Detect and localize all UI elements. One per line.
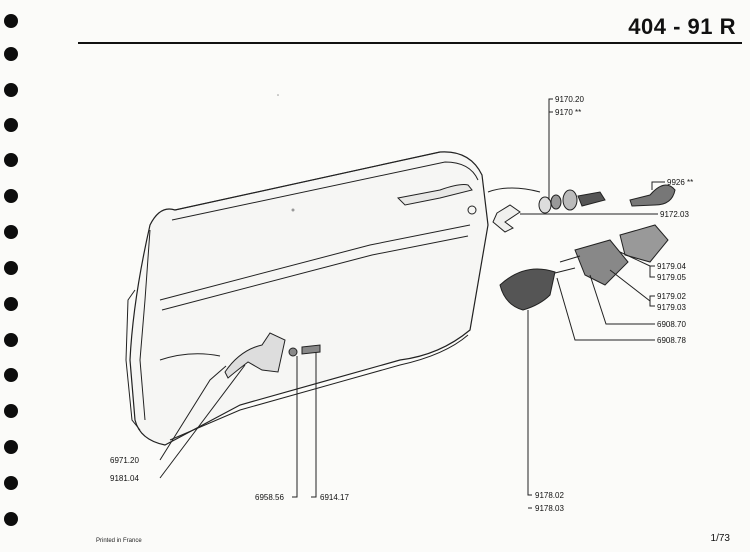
door-crease-lower	[161, 235, 469, 311]
header-rule	[78, 42, 742, 44]
mirror-head	[499, 268, 556, 311]
door-top-edge	[174, 151, 441, 211]
part-label: 6958.56	[255, 493, 284, 502]
mirror-plate-1	[619, 224, 669, 263]
interior-handle	[224, 332, 286, 379]
printed-note: Printed in France	[96, 538, 142, 544]
part-label: 6914.17	[320, 493, 349, 502]
binder-hole	[4, 83, 18, 97]
part-label: 9179.03	[657, 303, 686, 312]
binder-hole	[4, 476, 18, 490]
binder-hole	[4, 333, 18, 347]
door-crease	[159, 224, 471, 301]
binder-hole	[4, 297, 18, 311]
part-label: 9172.03	[660, 210, 689, 219]
page-title: 404 - 91 R	[628, 14, 736, 39]
part-label: 9179.04	[657, 262, 686, 271]
binder-hole	[4, 261, 18, 275]
binder-hole	[4, 14, 18, 28]
binder-hole	[4, 153, 18, 167]
binder-hole	[4, 118, 18, 132]
part-label: 9178.02	[535, 491, 564, 500]
part-label: 9179.05	[657, 273, 686, 282]
part-label: 9170 **	[555, 108, 582, 117]
part-label: 6971.20	[110, 456, 139, 465]
page-number: 1/73	[710, 533, 730, 544]
binder-hole	[4, 368, 18, 382]
door-top-edge-inner	[171, 161, 479, 221]
part-label: 9926 **	[667, 178, 694, 187]
binder-holes	[0, 0, 22, 552]
binder-hole	[4, 189, 18, 203]
key	[629, 184, 676, 207]
part-label: 9170.20	[555, 95, 584, 104]
part-label: 9181.04	[110, 474, 139, 483]
part-label: 9178.03	[535, 504, 564, 513]
door-bottom	[169, 334, 469, 441]
binder-hole	[4, 440, 18, 454]
lock-bracket	[492, 204, 521, 233]
part-label: 6908.78	[657, 336, 686, 345]
binder-hole	[4, 47, 18, 61]
part-label: 6908.70	[657, 320, 686, 329]
door-inner-edge	[139, 229, 151, 421]
door-rear-edge	[125, 289, 141, 431]
binder-hole	[4, 225, 18, 239]
outer-handle	[396, 184, 473, 206]
binder-hole	[4, 512, 18, 526]
part-label: 9179.02	[657, 292, 686, 301]
binder-hole	[4, 404, 18, 418]
